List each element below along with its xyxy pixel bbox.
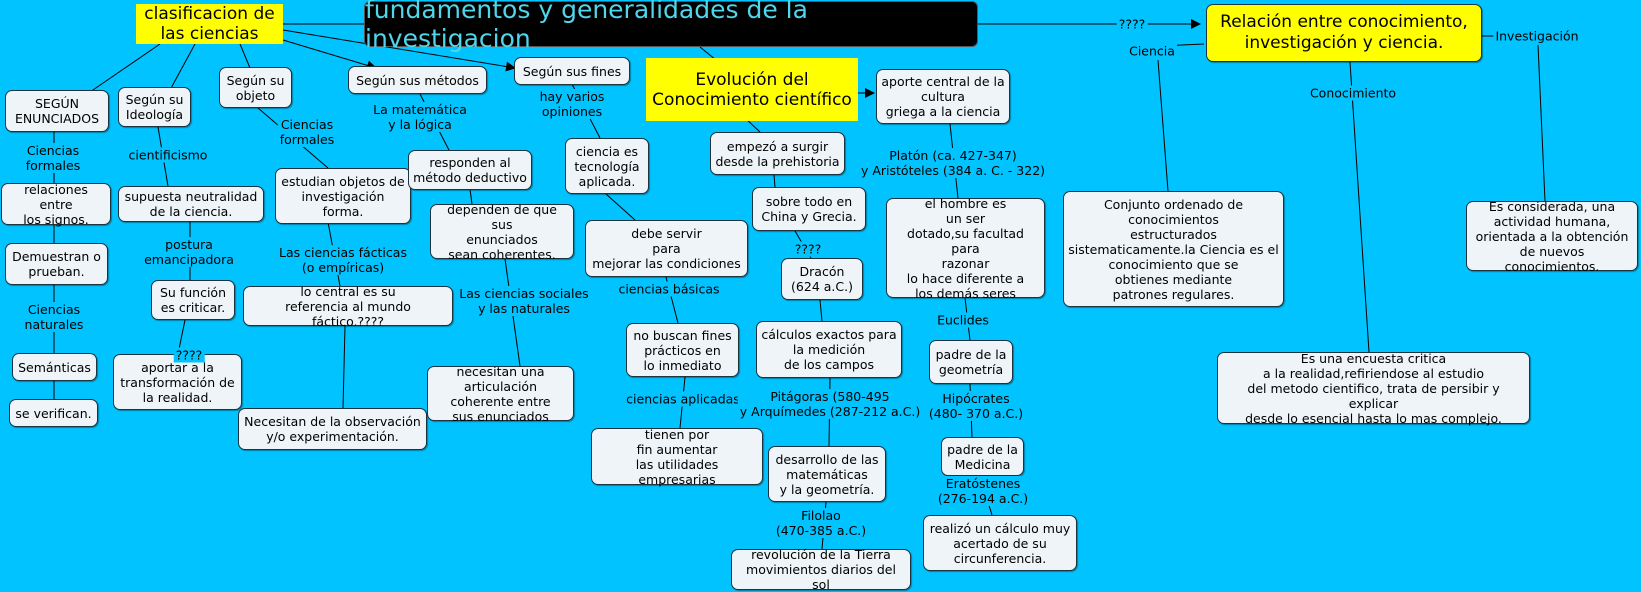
- node-central-factico: lo central es su referencia al mundo fác…: [243, 284, 453, 329]
- node-actividad-humana: Es considerada, una actividad humana, or…: [1466, 199, 1638, 274]
- node-articulacion: necesitan una articulación coherente ent…: [427, 364, 574, 424]
- label-varios-opiniones: hay varios opiniones: [537, 89, 607, 119]
- label-platon: Platón (ca. 427-347) y Aristóteles (384 …: [858, 148, 1048, 178]
- label-filolao: Filolao (470-385 a.C.): [773, 508, 869, 538]
- node-estudian-objetos: estudian objetos de investigación forma.: [275, 168, 411, 224]
- node-dracon: Dracón (624 a.C.): [781, 258, 863, 300]
- label-conocimiento: Conocimiento: [1307, 85, 1399, 101]
- node-hombre: el hombre es un ser dotado,su facultad p…: [886, 196, 1045, 301]
- node-neutralidad: supuesta neutralidad de la ciencia.: [118, 186, 264, 222]
- label-q-relacion: ????: [1116, 16, 1148, 32]
- node-calculos: cálculos exactos para la medición de los…: [756, 321, 902, 378]
- label-postura: postura emancipadora: [142, 237, 236, 267]
- node-evolucion: Evolución del Conocimiento científico: [646, 58, 858, 121]
- label-investigacion: Investigación: [1493, 28, 1581, 44]
- label-matematica-logica: La matemática y la lógica: [371, 102, 469, 132]
- node-tecnologia: ciencia es tecnología aplicada.: [565, 138, 649, 194]
- node-segun-metodos: Según sus métodos: [348, 66, 487, 94]
- label-q-dracon: ????: [792, 241, 824, 257]
- node-aportar: aportar a la transformación de la realid…: [113, 354, 242, 410]
- label-ciencias-formales-2: Ciencias formales: [277, 117, 337, 147]
- label-cientificismo: cientificismo: [126, 147, 210, 163]
- node-clasificacion: clasificacion de las ciencias: [136, 4, 283, 44]
- node-revolucion: revolución de la Tierra movimientos diar…: [731, 547, 911, 592]
- label-ciencias-aplicadas: ciencias aplicadas: [624, 391, 742, 407]
- label-ciencias-facticas: Las ciencias fácticas (o empíricas): [277, 245, 409, 275]
- node-demuestran: Demuestran o prueban.: [5, 243, 108, 285]
- label-sociales-naturales: Las ciencias sociales y las naturales: [457, 286, 591, 316]
- node-segun-fines: Según sus fines: [514, 57, 630, 85]
- label-euclides: Euclides: [935, 312, 991, 328]
- node-observacion: Necesitan de la observación y/o experime…: [238, 408, 427, 450]
- node-encuesta-critica: Es una encuesta critica a la realidad,re…: [1217, 351, 1530, 426]
- node-prehistoria: empezó a surgir desde la prehistoria: [710, 132, 845, 175]
- node-no-buscan: no buscan fines prácticos en lo inmediat…: [626, 323, 739, 377]
- node-calculo-circunferencia: realizó un cálculo muy acertado de su ci…: [923, 515, 1077, 571]
- label-ciencias-formales-1: Ciencias formales: [23, 143, 83, 173]
- label-eratostenes: Eratóstenes (276-194 a.C.): [935, 476, 1031, 506]
- node-segun-enunciados: SEGÚN ENUNCIADOS: [5, 90, 109, 132]
- label-ciencia: Ciencia: [1127, 43, 1177, 59]
- node-relaciones-signos: relaciones entre los signos.: [1, 182, 111, 227]
- node-aporte-griega: aporte central de la cultura griega a la…: [876, 69, 1010, 124]
- node-desarrollo: desarrollo de las matemáticas y la geome…: [768, 446, 886, 502]
- node-mejorar: debe servir para mejorar las condiciones: [585, 220, 748, 277]
- label-hipocrates: Hipócrates (480- 370 a.C.): [926, 391, 1026, 421]
- label-ciencias-naturales: Ciencias naturales: [22, 302, 86, 332]
- node-padre-medicina: padre de la Medicina: [941, 437, 1024, 476]
- node-se-verifican: se verifican.: [9, 399, 98, 427]
- node-relacion: Relación entre conocimiento, investigaci…: [1206, 4, 1482, 62]
- label-ciencias-basicas: ciencias básicas: [616, 281, 722, 297]
- label-pitagoras: Pitágoras (580-495 y Arquímedes (287-212…: [737, 389, 923, 419]
- node-utilidades: tienen por fin aumentar las utilidades e…: [591, 427, 763, 487]
- map-title: fundamentos y generalidades de la invest…: [364, 0, 978, 53]
- node-metodo-deductivo: responden al método deductivo: [408, 150, 532, 190]
- node-china-grecia: sobre todo en China y Grecia.: [752, 187, 866, 231]
- node-segun-ideologia: Según su Ideología: [118, 87, 191, 127]
- node-conjunto-ordenado: Conjunto ordenado de conocimientos estru…: [1063, 191, 1284, 307]
- node-funcion-criticar: Su función es criticar.: [151, 280, 235, 320]
- node-segun-objeto: Según su objeto: [219, 67, 292, 108]
- label-q-aportar: ????: [173, 347, 205, 363]
- node-semanticas: Semánticas: [12, 353, 97, 381]
- node-padre-geometria: padre de la geometría: [929, 340, 1013, 384]
- node-dependen: dependen de que sus enunciados sean cohe…: [430, 202, 574, 262]
